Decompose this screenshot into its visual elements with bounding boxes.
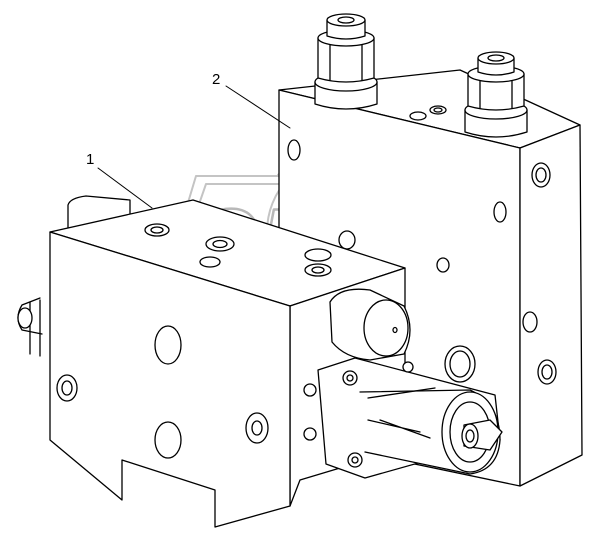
callout-label-2: 2 bbox=[212, 71, 221, 88]
callout-label-1: 1 bbox=[86, 151, 95, 168]
leader-lines bbox=[97, 85, 291, 209]
solenoid-coil bbox=[303, 288, 503, 479]
hex-fitting-right bbox=[464, 51, 528, 138]
hex-fitting-left bbox=[314, 13, 378, 110]
leader-line-1 bbox=[97, 167, 153, 209]
leader-line-2 bbox=[225, 85, 291, 129]
